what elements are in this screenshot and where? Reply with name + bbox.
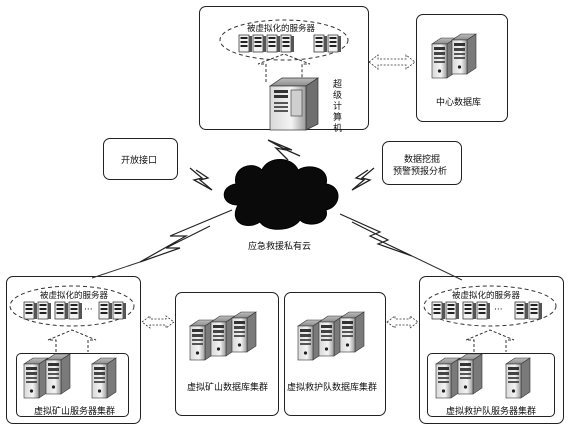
right-physical-servers — [435, 353, 531, 399]
lightning-right-cluster — [339, 213, 413, 257]
left-virtualized-ellipse — [9, 285, 135, 327]
left-cluster-label: 虚拟矿山服务器集群 — [34, 407, 116, 417]
mine-db-cluster-label: 虚拟矿山数据库集群 — [187, 383, 269, 393]
private-cloud-icon — [223, 159, 339, 230]
rescue-db-cluster-label: 虚拟救护队数据库集群 — [287, 383, 378, 393]
lightning-top — [267, 139, 301, 161]
left-physical-servers — [23, 353, 117, 399]
top-virtualization-arrow — [257, 53, 311, 82]
supercomputer-label: 超级计算机 — [332, 80, 342, 134]
top-to-central-db-link — [368, 54, 416, 70]
right-virtualized-label: 被虚拟化的服务器 — [452, 291, 521, 301]
top-virtualized-label: 被虚拟化的服务器 — [247, 24, 316, 34]
private-cloud-label: 应急救援私有云 — [248, 242, 312, 252]
lightning-data-mining — [351, 167, 375, 191]
data-mining-label-line2: 预警预报分析 — [393, 167, 448, 177]
link-left-to-mine-db — [141, 315, 175, 329]
supercomputer-icon — [268, 77, 320, 131]
right-virtualized-ellipse — [423, 285, 557, 327]
lightning-left-cluster — [139, 209, 233, 263]
link-rescue-db-to-right — [386, 315, 419, 329]
left-virtual-servers — [23, 301, 127, 320]
right-virtual-servers — [431, 301, 543, 320]
data-mining-label-line1: 数据挖掘 — [404, 155, 441, 165]
link-right-cluster — [411, 255, 463, 281]
left-virtualization-arrow — [47, 329, 97, 352]
data-mining-panel — [382, 141, 462, 185]
right-cluster-label: 虚拟救护队服务器集群 — [446, 407, 537, 417]
central-db-label: 中心数据库 — [436, 98, 482, 108]
open-interface-panel — [103, 138, 178, 180]
left-ellipsis: ··· — [84, 305, 93, 315]
mine-db-servers — [189, 311, 257, 361]
rescue-db-servers — [297, 311, 365, 361]
right-virtualization-arrow — [465, 329, 515, 352]
left-virtualized-label: 被虚拟化的服务器 — [40, 291, 109, 301]
right-ellipsis: ··· — [494, 305, 503, 315]
central-db-servers — [431, 33, 477, 79]
lightning-open-interface — [189, 167, 213, 191]
top-virtualized-ellipse — [219, 19, 349, 61]
top-virtual-servers — [238, 34, 342, 53]
link-left-cluster — [91, 261, 141, 279]
open-interface-label: 开放接口 — [121, 156, 158, 166]
